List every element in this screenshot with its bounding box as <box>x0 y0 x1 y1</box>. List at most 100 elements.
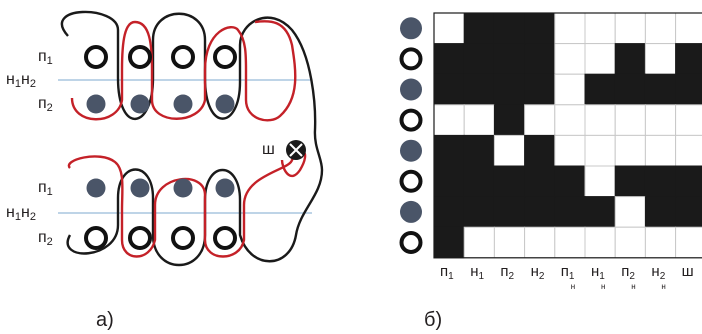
column-sub-mark: н <box>661 282 665 291</box>
label-p1-bottom: п1 <box>38 179 53 198</box>
grid-cell <box>463 226 495 259</box>
grid-cell <box>493 43 526 75</box>
grid-cell <box>493 104 526 136</box>
warp-filled-circle <box>130 94 150 114</box>
bottom-labels: п1 н1н2 п2 <box>6 179 53 248</box>
row-marker-filled <box>400 139 422 162</box>
grid-cell <box>524 12 556 45</box>
grid-cell <box>554 12 586 45</box>
column-label: п2 <box>500 263 514 282</box>
grid-cell <box>493 196 526 228</box>
caption-a: а) <box>96 309 114 331</box>
column-label: н2 <box>531 263 545 282</box>
label-p2-bottom: п2 <box>38 229 53 248</box>
row-marker-open <box>399 47 423 71</box>
grid-cell <box>433 104 465 136</box>
row-marker-open <box>399 231 423 254</box>
grid-cell <box>675 43 702 75</box>
grid-cell <box>614 196 646 228</box>
column-label: ш <box>682 263 694 280</box>
grid-cell <box>584 226 616 259</box>
grid-cell <box>433 226 465 259</box>
grid-cell <box>493 226 526 259</box>
column-label: н2 <box>651 263 665 282</box>
grid-cell <box>584 104 616 136</box>
panel-a: ш п1 н1н2 п2 п1 н1н2 п2 а) <box>6 10 324 331</box>
label-n1n2-top: н1н2 <box>6 71 36 90</box>
grid-cell <box>433 73 465 106</box>
grid-cell <box>433 134 465 167</box>
bottom-filled-circles <box>86 178 235 198</box>
warp-filled-circle <box>173 178 193 198</box>
grid-cell <box>614 226 646 259</box>
grid-cell <box>493 12 526 45</box>
grid-cell <box>644 226 677 259</box>
grid-cell <box>554 165 586 198</box>
label-n1n2-bottom: н1н2 <box>6 204 36 223</box>
warp-filled-circle <box>215 94 235 114</box>
grid-cell <box>463 134 495 167</box>
grid-cell <box>524 73 556 106</box>
grid-cell <box>584 196 616 228</box>
grid-cell <box>433 196 465 228</box>
warp-open-circle <box>213 226 237 250</box>
bottom-open-circles <box>84 226 237 250</box>
warp-open-circle <box>213 45 237 69</box>
selvedge-symbol: ш <box>262 140 306 160</box>
grid-cell <box>614 104 646 136</box>
grid-cell <box>614 12 646 45</box>
grid-cell <box>463 165 495 198</box>
column-label: н1 <box>591 263 605 282</box>
grid-cell <box>493 165 526 198</box>
grid-cell <box>554 196 586 228</box>
row-marker-filled <box>400 200 422 223</box>
grid-cell <box>584 43 616 75</box>
top-filled-circles <box>86 94 235 114</box>
row-marker-filled <box>400 17 422 40</box>
grid-cell <box>675 226 702 259</box>
grid-cell <box>524 104 556 136</box>
grid-cell <box>554 73 586 106</box>
grid-cell <box>524 43 556 75</box>
grid-cell <box>493 73 526 106</box>
grid-cell <box>463 12 495 45</box>
grid-cell <box>614 43 646 75</box>
label-p2-top: п2 <box>38 95 53 114</box>
grid-cell <box>554 104 586 136</box>
grid-cell <box>524 196 556 228</box>
grid-cell <box>675 134 702 167</box>
grid-cell <box>584 165 616 198</box>
selvedge-label: ш <box>262 141 275 158</box>
column-label: п2 <box>621 263 635 282</box>
grid-cell <box>524 134 556 167</box>
warp-filled-circle <box>130 178 150 198</box>
column-label: п1 <box>561 263 575 282</box>
grid-cell <box>644 165 677 198</box>
top-open-circles <box>84 45 237 69</box>
grid-cell <box>463 104 495 136</box>
grid-cell <box>644 73 677 106</box>
warp-open-circle <box>128 45 152 69</box>
grid-cell <box>433 165 465 198</box>
grid-cell <box>584 73 616 106</box>
grid-cell <box>493 134 526 167</box>
grid-cell <box>675 196 702 228</box>
grid-cell <box>644 104 677 136</box>
grid-border <box>433 12 702 259</box>
grid-cell <box>644 134 677 167</box>
label-p1-top: п1 <box>38 48 53 67</box>
warp-open-circle <box>128 226 152 250</box>
column-label: н1 <box>470 263 484 282</box>
warp-open-circle <box>84 226 108 250</box>
warp-filled-circle <box>215 178 235 198</box>
warp-open-circle <box>84 45 108 69</box>
grid-cell <box>554 43 586 75</box>
row-markers <box>399 17 423 254</box>
grid-cell <box>644 43 677 75</box>
grid-cell <box>463 73 495 106</box>
grid-cell <box>675 73 702 106</box>
caption-b: б) <box>424 309 442 331</box>
grid-cell <box>675 165 702 198</box>
